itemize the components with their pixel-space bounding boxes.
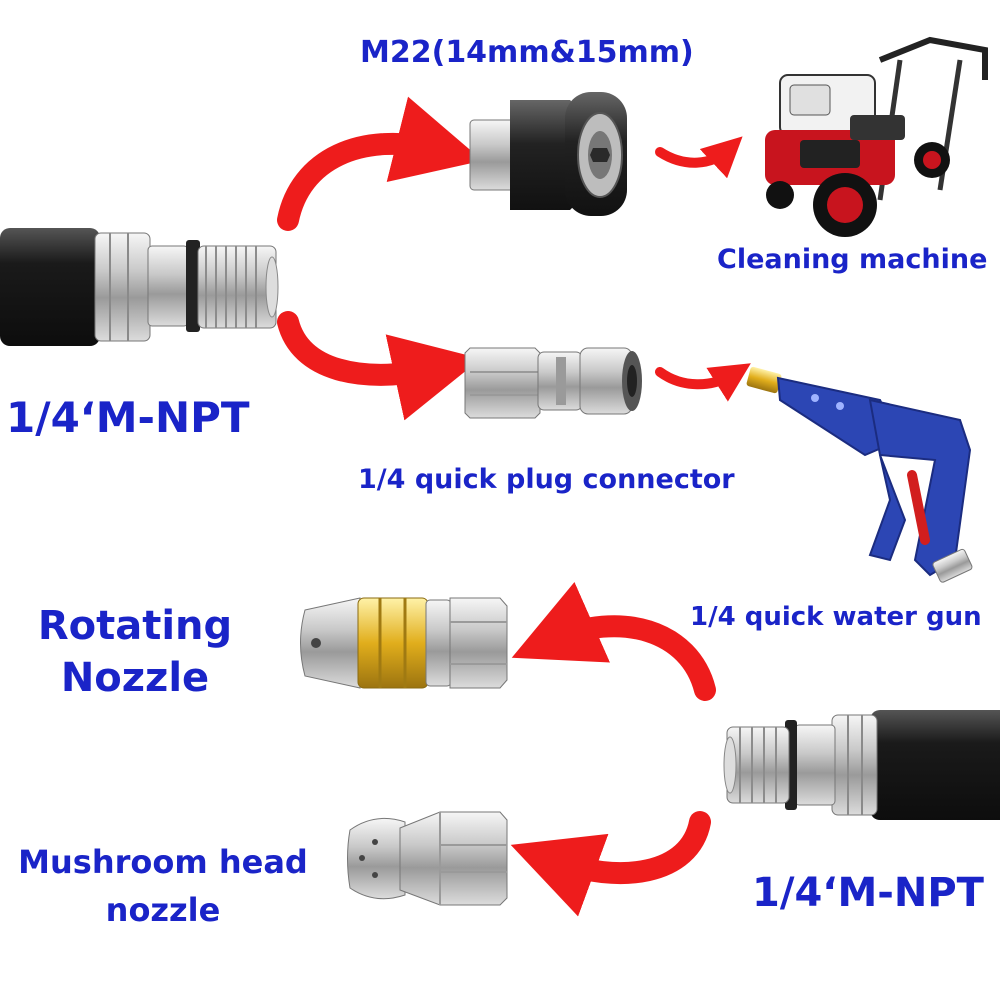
mushroom-label-line2: nozzle xyxy=(105,891,221,929)
water-gun-image xyxy=(746,366,973,583)
rotating-nozzle xyxy=(300,597,508,689)
mushroom-label-line1: Mushroom head xyxy=(18,843,308,881)
hose-bottom-right xyxy=(723,710,1000,820)
npt-label-bottom: 1/4‘M-NPT xyxy=(752,870,984,916)
rotating-label-line1: Rotating xyxy=(37,603,233,649)
arrow-plug-to-gun xyxy=(655,363,751,402)
rotating-label-line2: Nozzle xyxy=(60,655,210,701)
mushroom-head-nozzle xyxy=(347,811,508,906)
mushroom-nozzle-label: Mushroom head nozzle xyxy=(8,838,318,934)
cleaning-machine-label: Cleaning machine xyxy=(717,244,988,275)
water-gun-label: 1/4 quick water gun xyxy=(690,602,982,632)
cleaning-machine-image xyxy=(765,36,988,237)
arrow-to-quick-plug xyxy=(277,311,481,421)
m22-label: M22(14mm&15mm) xyxy=(360,35,694,70)
hose-top-left xyxy=(0,228,279,346)
arrow-m22-to-machine xyxy=(655,136,743,179)
arrow-to-rotating-nozzle xyxy=(511,581,716,701)
arrow-to-m22 xyxy=(277,96,483,231)
quick-plug-connector xyxy=(464,347,642,419)
quick-plug-label: 1/4 quick plug connector xyxy=(358,464,735,495)
rotating-nozzle-label: Rotating Nozzle xyxy=(30,600,240,704)
npt-label-top: 1/4‘M-NPT xyxy=(6,393,250,442)
m22-fitting xyxy=(469,92,627,216)
arrow-to-mushroom-nozzle xyxy=(510,811,711,917)
